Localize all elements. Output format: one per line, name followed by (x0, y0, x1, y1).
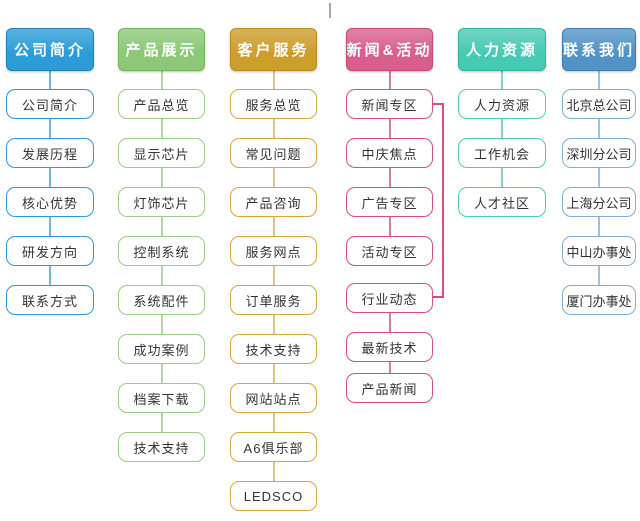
news-elbow-connector-vertical (442, 103, 444, 298)
column-products: 产品展示 产品总览 显示芯片 灯饰芯片 控制系统 系统配件 成功案例 档案下载 … (118, 28, 205, 518)
sitemap-node[interactable]: 人才社区 (458, 187, 546, 217)
sitemap-node[interactable]: 发展历程 (6, 138, 94, 168)
connector-line (501, 71, 503, 187)
sitemap-node[interactable]: 服务总览 (230, 89, 317, 119)
sitemap-node[interactable]: 系统配件 (118, 285, 205, 315)
sitemap-node[interactable]: 上海分公司 (562, 187, 636, 217)
sitemap-node[interactable]: 显示芯片 (118, 138, 205, 168)
sitemap-node[interactable]: 工作机会 (458, 138, 546, 168)
connector-line (49, 71, 51, 285)
column-human-resources: 人力资源 人力资源 工作机会 人才社区 (458, 28, 546, 518)
sitemap-node[interactable]: 产品咨询 (230, 187, 317, 217)
connector-line (272, 71, 275, 481)
column-header-news-events[interactable]: 新闻&活动 (346, 28, 433, 71)
sitemap-node[interactable]: 常见问题 (230, 138, 317, 168)
sitemap-node[interactable]: 核心优势 (6, 187, 94, 217)
sitemap-node[interactable]: 中山办事处 (562, 236, 636, 266)
column-contact-us: 联系我们 北京总公司 深圳分公司 上海分公司 中山办事处 厦门办事处 (562, 28, 636, 518)
sitemap-node[interactable]: 新闻专区 (346, 89, 433, 119)
sitemap-node[interactable]: 活动专区 (346, 236, 433, 266)
sitemap-node[interactable]: 控制系统 (118, 236, 205, 266)
sitemap-node[interactable]: 北京总公司 (562, 89, 636, 119)
sitemap-node[interactable]: 行业动态 (346, 283, 433, 313)
sitemap-node[interactable]: 档案下载 (118, 383, 205, 413)
sitemap-node[interactable]: 服务网点 (230, 236, 317, 266)
news-elbow-connector-bottom (431, 296, 444, 298)
sitemap-node[interactable]: 网站站点 (230, 383, 317, 413)
sitemap-node[interactable]: A6俱乐部 (230, 432, 317, 462)
column-customer-service: 客户服务 服务总览 常见问题 产品咨询 服务网点 订单服务 技术支持 网站站点 … (230, 28, 317, 518)
sitemap-node[interactable]: 研发方向 (6, 236, 94, 266)
column-header-contact-us[interactable]: 联系我们 (562, 28, 636, 71)
sitemap-node[interactable]: 深圳分公司 (562, 138, 636, 168)
column-company-profile: 公司简介 公司简介 发展历程 核心优势 研发方向 联系方式 (6, 28, 94, 518)
connector-line (598, 71, 600, 285)
sitemap-node[interactable]: 中庆焦点 (346, 138, 433, 168)
sitemap-node[interactable]: 产品总览 (118, 89, 205, 119)
sitemap-node[interactable]: 人力资源 (458, 89, 546, 119)
sitemap-node[interactable]: 联系方式 (6, 285, 94, 315)
sitemap-node[interactable]: 灯饰芯片 (118, 187, 205, 217)
column-header-company-profile[interactable]: 公司简介 (6, 28, 94, 71)
sitemap-node[interactable]: 产品新闻 (346, 373, 433, 403)
sitemap-node[interactable]: 成功案例 (118, 334, 205, 364)
column-news-events: 新闻&活动 新闻专区 中庆焦点 广告专区 活动专区 行业动态 最新技术 产品新闻 (346, 28, 433, 518)
news-elbow-connector-top (433, 103, 444, 105)
parent-connector-stub (329, 3, 331, 18)
column-header-products[interactable]: 产品展示 (118, 28, 205, 71)
sitemap-node[interactable]: 技术支持 (230, 334, 317, 364)
sitemap-node[interactable]: 公司简介 (6, 89, 94, 119)
column-header-customer-service[interactable]: 客户服务 (230, 28, 317, 71)
sitemap-node[interactable]: 订单服务 (230, 285, 317, 315)
column-header-human-resources[interactable]: 人力资源 (458, 28, 546, 71)
sitemap-node[interactable]: 厦门办事处 (562, 285, 636, 315)
sitemap-node[interactable]: LEDSCO (230, 481, 317, 511)
sitemap-node[interactable]: 最新技术 (346, 332, 433, 362)
sitemap-node[interactable]: 技术支持 (118, 432, 205, 462)
sitemap-node[interactable]: 广告专区 (346, 187, 433, 217)
